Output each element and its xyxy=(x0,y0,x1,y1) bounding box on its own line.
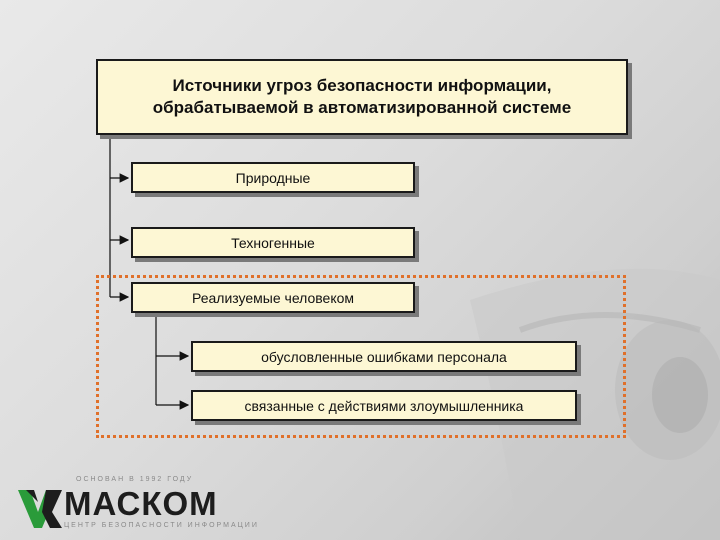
logo-subtitle: ЦЕНТР БЕЗОПАСНОСТИ ИНФОРМАЦИИ xyxy=(64,522,259,529)
diagram-title-line-1: Источники угроз безопасности информации, xyxy=(172,76,552,95)
node-human: Реализуемые человеком xyxy=(131,282,415,313)
diagram-title-line-2: обрабатываемой в автоматизированной сист… xyxy=(152,98,572,117)
highlight-frame xyxy=(96,275,626,438)
node-natural-label: Природные xyxy=(235,169,311,186)
node-technogenic-label: Техногенные xyxy=(231,234,315,251)
node-personnel-errors-label: обусловленные ошибками персонала xyxy=(261,348,507,365)
node-personnel-errors: обусловленные ошибками персонала xyxy=(191,341,577,372)
maskom-logo: ОСНОВАН В 1992 ГОДУ МАСКОМ ЦЕНТР БЕЗОПАС… xyxy=(16,474,266,532)
logo-name: МАСКОМ xyxy=(64,485,218,522)
logo-founded-text: ОСНОВАН В 1992 ГОДУ xyxy=(76,476,194,483)
node-human-label: Реализуемые человеком xyxy=(191,289,355,306)
diagram-title-box: Источники угроз безопасности информации,… xyxy=(96,59,628,135)
node-technogenic: Техногенные xyxy=(131,227,415,258)
node-intruder-actions-label: связанные с действиями злоумышленника xyxy=(244,397,524,414)
node-intruder-actions: связанные с действиями злоумышленника xyxy=(191,390,577,421)
maskom-mark-icon xyxy=(18,490,62,528)
node-natural: Природные xyxy=(131,162,415,193)
